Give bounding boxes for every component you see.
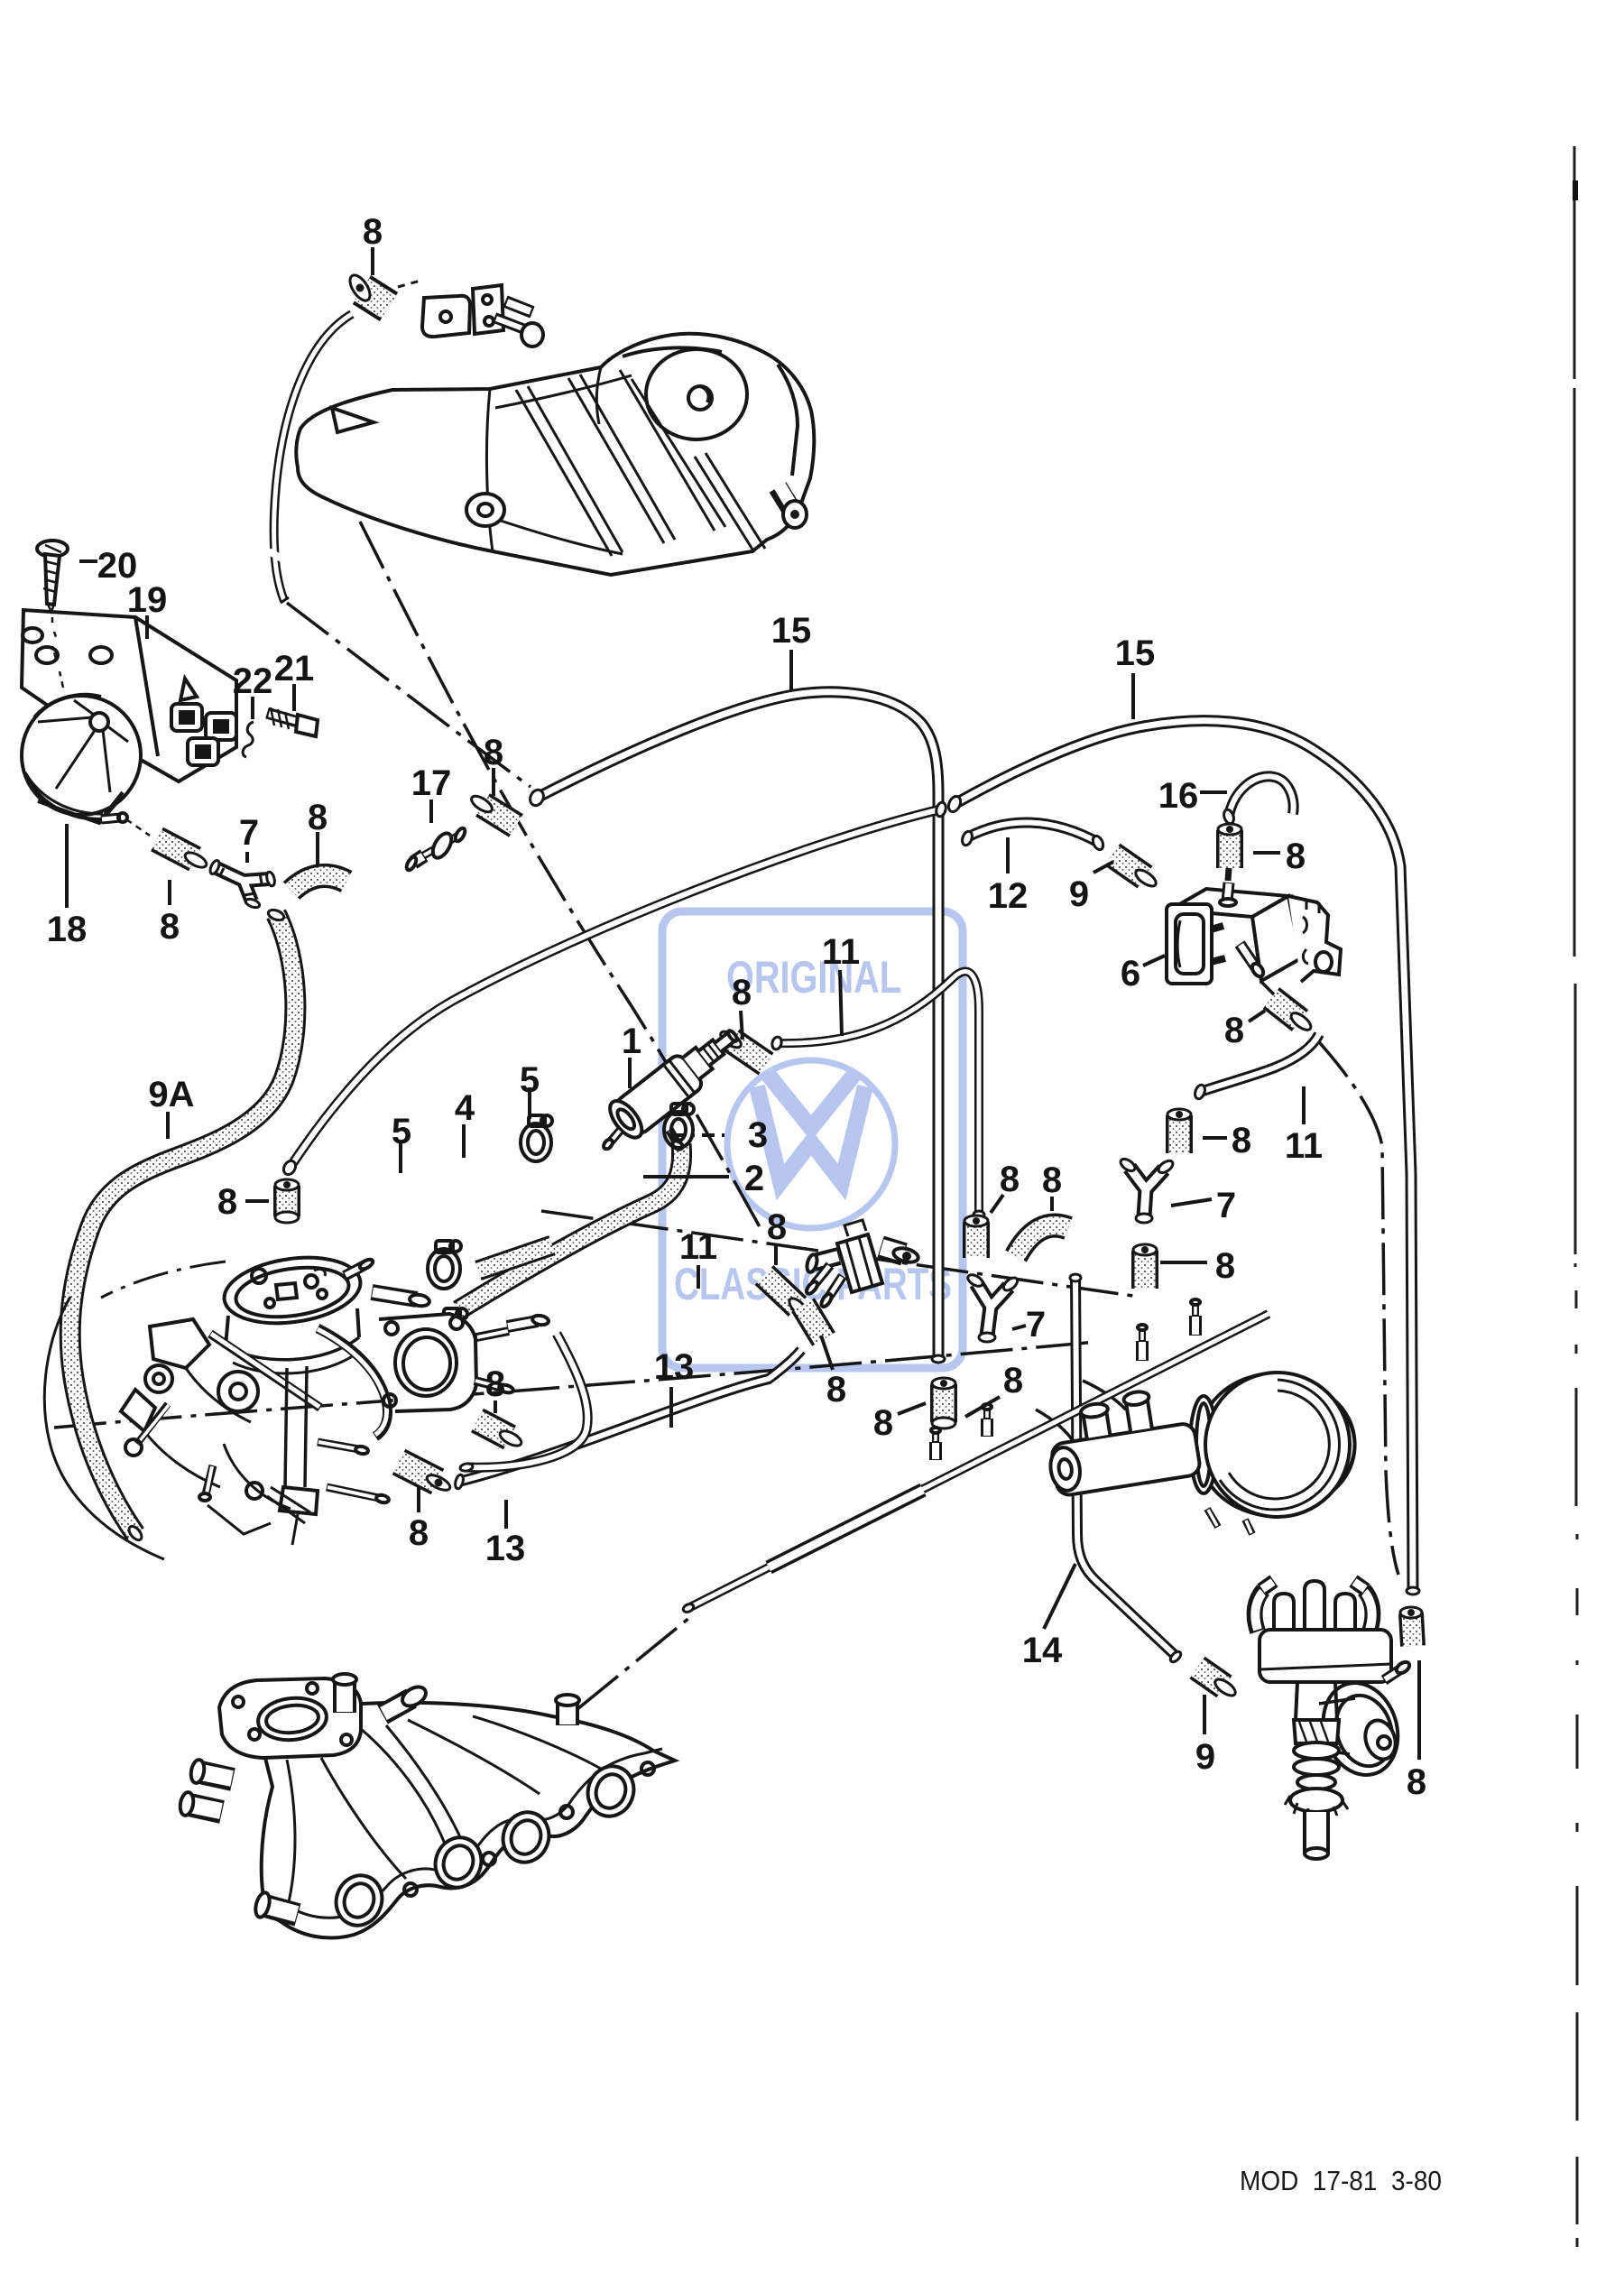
svg-text:14: 14: [1022, 1631, 1063, 1670]
svg-text:8: 8: [485, 1364, 505, 1404]
svg-text:7: 7: [1026, 1305, 1046, 1345]
svg-text:13: 13: [485, 1529, 526, 1568]
svg-text:3: 3: [748, 1115, 768, 1155]
svg-text:4: 4: [455, 1088, 475, 1128]
svg-text:7: 7: [239, 813, 259, 853]
svg-text:8: 8: [160, 907, 180, 947]
svg-text:11: 11: [679, 1227, 717, 1267]
svg-text:8: 8: [1407, 1762, 1426, 1802]
svg-text:8: 8: [308, 798, 328, 837]
svg-text:8: 8: [363, 212, 383, 252]
svg-text:19: 19: [127, 580, 168, 620]
svg-text:8: 8: [1286, 837, 1306, 876]
svg-text:8: 8: [409, 1513, 429, 1553]
svg-text:2: 2: [744, 1159, 764, 1198]
svg-text:9: 9: [1069, 874, 1089, 914]
svg-text:15: 15: [1115, 633, 1156, 673]
svg-text:8: 8: [1232, 1121, 1251, 1160]
svg-text:5: 5: [520, 1060, 540, 1100]
svg-text:11: 11: [1285, 1126, 1323, 1166]
svg-text:8: 8: [826, 1370, 846, 1410]
svg-text:8: 8: [1042, 1160, 1062, 1200]
svg-text:8: 8: [873, 1403, 893, 1443]
svg-text:20: 20: [97, 546, 138, 586]
svg-text:22: 22: [233, 661, 273, 701]
svg-text:16: 16: [1158, 776, 1199, 816]
svg-text:13: 13: [654, 1347, 695, 1387]
svg-text:12: 12: [988, 876, 1029, 916]
svg-text:8: 8: [1215, 1246, 1235, 1286]
svg-text:ORIGINAL: ORIGINAL: [726, 952, 901, 1003]
svg-text:15: 15: [771, 611, 812, 651]
svg-text:21: 21: [274, 649, 315, 689]
svg-text:5: 5: [392, 1112, 411, 1151]
svg-text:9A: 9A: [148, 1075, 194, 1114]
svg-text:8: 8: [217, 1182, 237, 1222]
svg-text:8: 8: [732, 973, 752, 1012]
svg-text:7: 7: [1216, 1186, 1236, 1225]
svg-text:6: 6: [1121, 954, 1140, 994]
svg-text:MOD 17-81 3-80: MOD 17-81 3-80: [1240, 2165, 1442, 2196]
svg-text:11: 11: [822, 932, 860, 972]
svg-text:8: 8: [1000, 1160, 1020, 1199]
svg-text:8: 8: [767, 1207, 787, 1247]
svg-text:17: 17: [411, 763, 452, 803]
svg-text:8: 8: [1003, 1361, 1023, 1400]
svg-text:1: 1: [622, 1021, 641, 1061]
svg-text:9: 9: [1195, 1737, 1215, 1777]
svg-text:8: 8: [1224, 1011, 1244, 1050]
svg-text:8: 8: [484, 733, 503, 772]
svg-text:18: 18: [47, 910, 88, 949]
